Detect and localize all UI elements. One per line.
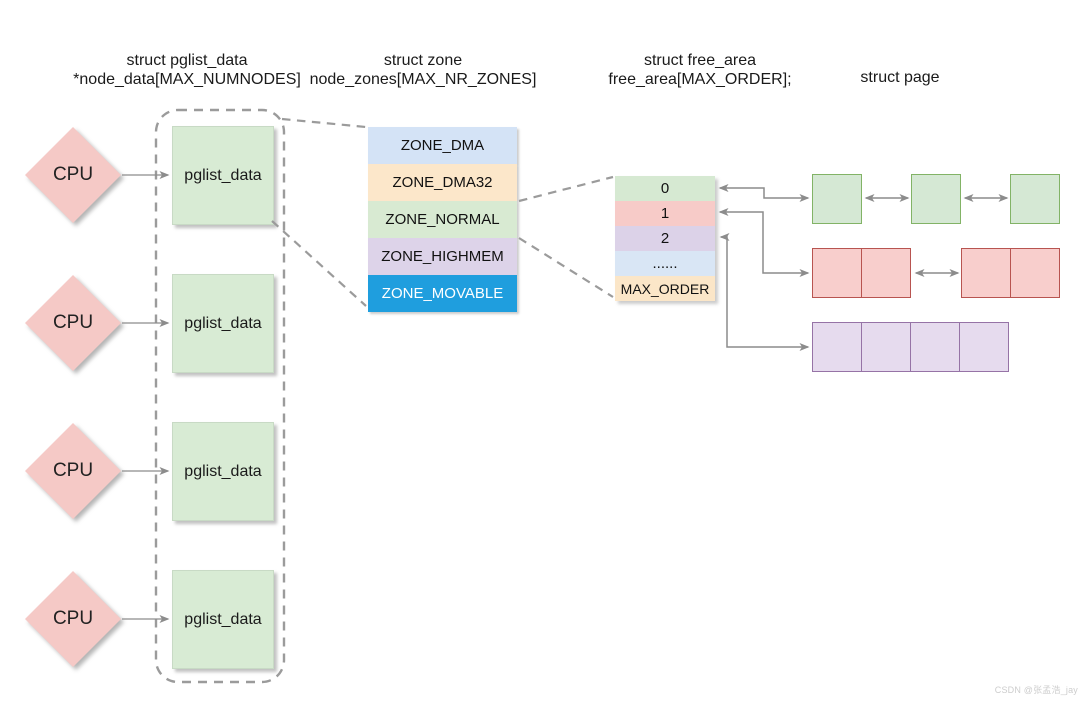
header-line: struct pglist_data — [126, 52, 248, 69]
cpu-label: CPU — [52, 608, 94, 629]
free-area-table: 0 1 2 ...... MAX_ORDER — [615, 176, 715, 301]
free-area-row-0: 0 — [615, 176, 715, 201]
zone-row-highmem: ZONE_HIGHMEM — [368, 238, 517, 275]
free-area-row-2: 2 — [615, 226, 715, 251]
free-area-row-max-order: MAX_ORDER — [615, 276, 715, 301]
cpu-diamond: CPU — [25, 127, 121, 223]
zone-row-movable: ZONE_MOVABLE — [368, 275, 517, 312]
page-block-order0-c — [1010, 174, 1060, 224]
link-order1 — [718, 208, 810, 277]
link-order2 — [719, 233, 810, 351]
header-line: free_area[MAX_ORDER]; — [608, 71, 792, 88]
zone-stack: ZONE_DMA ZONE_DMA32 ZONE_NORMAL ZONE_HIG… — [368, 127, 517, 312]
pglist-data-box-3: pglist_data — [172, 422, 274, 521]
header-line: struct zone — [383, 52, 463, 69]
cpu-diamond: CPU — [25, 275, 121, 371]
cpu-arrows — [122, 171, 170, 623]
cpu-label: CPU — [52, 312, 94, 333]
cpu-diamond: CPU — [25, 571, 121, 667]
dashed-link-node-to-zone-top — [281, 117, 367, 129]
cpu-label: CPU — [52, 164, 94, 185]
csdn-watermark: CSDN @张孟浩_jay — [994, 685, 1078, 695]
header-line: struct free_area — [643, 52, 757, 69]
page-block-order0-a — [812, 174, 862, 224]
page-block-order2 — [812, 322, 1009, 372]
page-cell — [861, 248, 911, 298]
page-block-order1-b — [961, 248, 1060, 298]
zone-row-normal: ZONE_NORMAL — [368, 201, 517, 238]
cpu-node-1: CPU — [25, 127, 121, 223]
page-cell — [812, 248, 862, 298]
cpu-node-3: CPU — [25, 423, 121, 519]
page-block-order1-a — [812, 248, 911, 298]
header-zone: struct zone node_zones[MAX_NR_ZONES] — [303, 51, 543, 89]
header-struct-page: struct page — [840, 68, 960, 87]
pglist-data-box-1: pglist_data — [172, 126, 274, 225]
page-cell — [959, 322, 1009, 372]
dashed-link-node-to-zone-bottom — [271, 220, 367, 307]
cpu-node-2: CPU — [25, 275, 121, 371]
pglist-data-label: pglist_data — [184, 166, 262, 184]
cpu-node-4: CPU — [25, 571, 121, 667]
pglist-data-box-2: pglist_data — [172, 274, 274, 373]
free-area-to-page-links — [718, 184, 810, 351]
page-cell — [812, 322, 862, 372]
cpu-label: CPU — [52, 460, 94, 481]
zone-row-dma: ZONE_DMA — [368, 127, 517, 164]
pglist-data-label: pglist_data — [184, 610, 262, 628]
pglist-data-label: pglist_data — [184, 462, 262, 480]
header-line: *node_data[MAX_NUMNODES] — [73, 71, 301, 88]
zone-row-dma32: ZONE_DMA32 — [368, 164, 517, 201]
page-cell — [861, 322, 911, 372]
cpu-diamond: CPU — [25, 423, 121, 519]
pglist-data-box-4: pglist_data — [172, 570, 274, 669]
header-line: struct page — [860, 69, 940, 86]
free-area-row-dots: ...... — [615, 251, 715, 276]
free-area-row-1: 1 — [615, 201, 715, 226]
page-cell — [1010, 248, 1060, 298]
page-cell — [961, 248, 1011, 298]
dashed-link-zone-to-freearea-top — [518, 175, 614, 203]
page-block-order0-b — [911, 174, 961, 224]
header-free-area: struct free_area free_area[MAX_ORDER]; — [590, 51, 810, 89]
pglist-data-label: pglist_data — [184, 314, 262, 332]
link-order0 — [718, 184, 810, 202]
dashed-link-zone-to-freearea-bottom — [518, 237, 614, 298]
header-line: node_zones[MAX_NR_ZONES] — [309, 71, 537, 88]
header-pglist-data: struct pglist_data *node_data[MAX_NUMNOD… — [57, 51, 317, 89]
page-cell — [910, 322, 960, 372]
